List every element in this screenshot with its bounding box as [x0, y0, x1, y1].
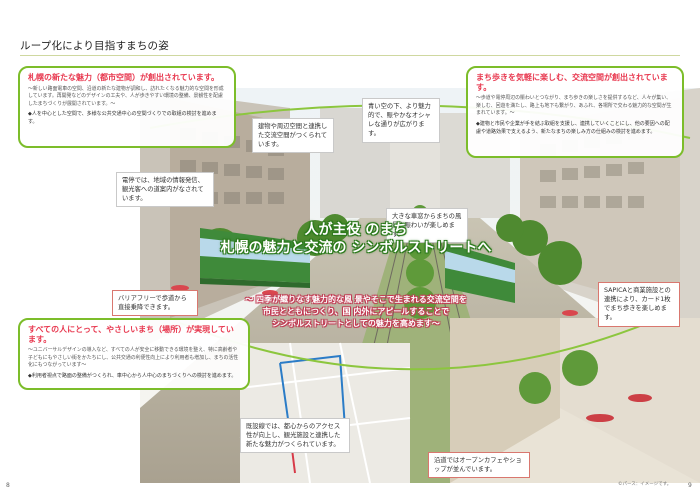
box-body: ～新しい路面電車の空間、沿道の新たな建物が調和し、訪れたくなる魅力的な空間を形成…	[28, 85, 224, 107]
box-title: 札幌の新たな魅力（都市空間）が創出されています。	[28, 73, 219, 82]
callout-large-window: 大きな車窓からまちの風景や賑わいが楽しめます。	[386, 208, 468, 244]
main-title-block: 人が主役 のまち 札幌の魅力と交流の シンボルストリートへ	[176, 222, 536, 257]
box-new-urban-charm: 札幌の新たな魅力（都市空間）が創出されています。 ～新しい路面電車の空間、沿道の…	[18, 66, 236, 148]
main-title-line1: 人が主役 のまち	[304, 222, 408, 238]
box-bullet: ◆人を中心とした空間で、多様な公共交通中心の空間づくりでの取組の検討を進めます。	[28, 111, 217, 126]
callout-sidewalk: 青い空の下、より魅力的で、賑やかなオシャレな通りが広がります。	[362, 98, 440, 143]
box-title: まち歩きを気軽に楽しむ、交流空間が創出されています。	[476, 73, 668, 92]
sub-title-line2: 市民とともにつくり、国 内外にアピールすることで	[262, 307, 450, 316]
box-title: すべての人にとって、やさしいまち（場所）が実現しています。	[28, 325, 234, 344]
box-body: ～歩道や電停周辺の賑わいとつながり、まち歩きの楽しさを提供するなど、人々が集い、…	[476, 95, 672, 117]
page-number-left: 8	[6, 482, 10, 489]
callout-barrier-free: バリアフリーで歩道から直接乗降できます。	[112, 290, 198, 317]
box-bullet: ◆建物と市民や企業が手を結ぶ取組を支援し、連携していくことにし、他の要因への配慮…	[476, 120, 670, 135]
box-friendly-city: すべての人にとって、やさしいまち（場所）が実現しています。 ～ユニバーサルデザイ…	[18, 318, 250, 390]
page-heading: ループ化により目指すまちの姿	[20, 40, 169, 52]
callout-cafe: 沿道ではオープンカフェやショップが並んでいます。	[428, 452, 530, 479]
sub-title-block: ～ 四季が織りなす魅力的な風 景やそこで生まれる交流空間を 市民とともにつくり、…	[206, 294, 506, 330]
main-title-line2: 札幌の魅力と交流の シンボルストリートへ	[220, 239, 492, 256]
box-bullet: ◆利用者視点で路面の整備がつくられ、車中心から人中心のまちづくりへの検討を進めま…	[28, 372, 237, 379]
page-number-right: 9	[688, 482, 692, 489]
sub-title-line3: シンボルストリートとしての魅力を高めます～	[272, 319, 440, 328]
illustration-credit: ©パース：イメージです。	[618, 482, 672, 487]
callout-building-harmony: 建物や周辺空間と連携した交流空間がつくられています。	[252, 118, 334, 154]
box-body: ～ユニバーサルデザインの導入など、すべての人が安全に移動できる環境を整え、特に高…	[28, 347, 239, 369]
box-exchange-space: まち歩きを気軽に楽しむ、交流空間が創出されています。 ～歩道や電停周辺の賑わいと…	[466, 66, 684, 158]
sub-title-line1: ～ 四季が織りなす魅力的な風 景やそこで生まれる交流空間を	[245, 295, 467, 304]
callout-station-info: 電停では、地域の情報発信、観光客への道案内がなされています。	[116, 172, 214, 208]
callout-sapica: SAPICAと商業施設との連携により、カード1枚でまち歩きを楽しめます。	[598, 282, 680, 327]
heading-underline	[20, 55, 680, 56]
callout-existing-line: 既設線では、都心からのアクセス性が向上し、観光施設と連携した新たな魅力がつくられ…	[240, 418, 350, 454]
